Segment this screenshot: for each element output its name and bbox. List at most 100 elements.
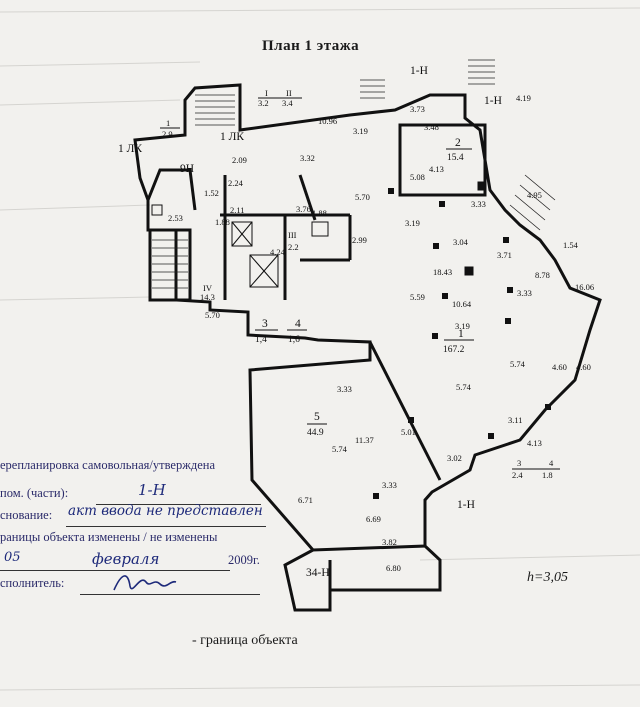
dim: 3.76 [296, 204, 311, 214]
room-3-area: 1,4 [255, 335, 267, 345]
room-lk-area: 2.9 [162, 129, 173, 139]
dim: 1.88 [215, 217, 230, 227]
dimensions: 10.96 3.19 3.73 3.48 3.32 4.19 4.13 5.08… [168, 93, 594, 573]
dim: 2.09 [232, 155, 247, 165]
room-1-area: 167.2 [443, 345, 465, 355]
dim: 8.78 [535, 270, 550, 280]
stamp-date-day: 05 [4, 550, 21, 565]
dim: 10.96 [318, 116, 337, 126]
dim: 5.59 [410, 292, 425, 302]
unit-label: 9Н [180, 163, 194, 175]
unit-label: 1 ЛК [118, 143, 142, 155]
stamp-date-year: 2009г. [228, 553, 260, 567]
dim: 3.71 [497, 250, 512, 260]
room-b3-id: 3 [517, 458, 521, 468]
signature-mark [113, 575, 177, 591]
room-III-area: 2.2 [288, 242, 299, 252]
stairs [152, 59, 556, 289]
stamp-basis-value: акт ввода не представлен [68, 503, 263, 519]
room-4-id: 4 [295, 318, 301, 330]
room-5-area: 44.9 [307, 428, 324, 438]
room-lk-id: 1 [166, 118, 170, 128]
dim: 3.02 [447, 453, 462, 463]
ceiling-height: h=3,05 [527, 570, 568, 585]
dim: 5.74 [456, 382, 472, 392]
stamp-line [0, 570, 230, 571]
dim: 6.69 [366, 514, 381, 524]
dim: 3.11 [508, 415, 523, 425]
stamp-room-label: пом. (части): [0, 486, 69, 500]
dim: 3.19 [455, 321, 470, 331]
dim: 4.13 [429, 164, 444, 174]
room-b3-area: 2.4 [512, 470, 523, 480]
dim: 4.13 [527, 438, 542, 448]
stamp-line [96, 504, 261, 505]
scan-noise [0, 7, 640, 691]
approval-stamp: ерепланировка самовольная/утверждена пом… [0, 456, 270, 606]
walls [133, 83, 602, 612]
dim: 3.33 [337, 384, 352, 394]
stamp-line [80, 594, 260, 595]
dim: 5.70 [355, 192, 370, 202]
room-3-id: 3 [262, 318, 268, 330]
stamp-heading: ерепланировка самовольная/утверждена [0, 458, 215, 472]
dim: 11.37 [355, 435, 374, 445]
room-labels: 2 15.4 1 167.2 5 44.9 3 1,4 4 1,6 I II 3… [160, 88, 560, 480]
unit-label: 1 ЛК [220, 131, 244, 143]
dim: 4.60 [552, 362, 567, 372]
dim: 2.53 [168, 213, 183, 223]
stamp-boundary-label: раницы объекта изменены / не изменены [0, 530, 218, 544]
dim: 1.52 [204, 188, 219, 198]
room-III-id: III [288, 230, 297, 240]
dim: 3.33 [471, 199, 486, 209]
room-2-area: 15.4 [447, 153, 464, 163]
room-I-area: 3.2 [258, 98, 269, 108]
dim: 6.80 [386, 563, 401, 573]
unit-label: 1-Н [457, 499, 475, 511]
dim: 18.43 [433, 267, 452, 277]
room-b4-area: 1.8 [542, 470, 553, 480]
unit-labels: 1-Н 1-Н 1-Н 1 ЛК 1 ЛК 9Н 34-Н [118, 65, 502, 579]
stamp-line [66, 526, 266, 527]
room-4-area: 1,6 [288, 335, 300, 345]
dim: 4.95 [527, 190, 542, 200]
room-5-id: 5 [314, 411, 320, 423]
stamp-room-value: 1-Н [138, 481, 166, 499]
dim: 1.54 [563, 240, 579, 250]
dim: 5.74 [332, 444, 348, 454]
dim: 5.08 [410, 172, 425, 182]
dim: 4.19 [516, 93, 531, 103]
stamp-basis-label: снование: [0, 508, 53, 522]
unit-label: 1-Н [484, 95, 502, 107]
room-2-id: 2 [455, 137, 461, 149]
dim: 3.73 [410, 104, 425, 114]
dim: 6.71 [298, 495, 313, 505]
dim: 10.64 [452, 299, 472, 309]
dim: 3.48 [424, 122, 439, 132]
unit-label: 1-Н [410, 65, 428, 77]
unit-label: 34-Н [306, 567, 330, 579]
dim: 3.19 [353, 126, 368, 136]
room-II-area: 3.4 [282, 98, 293, 108]
room-I-id: I [265, 88, 268, 98]
dim: 3.33 [382, 480, 397, 490]
dim: 3.04 [453, 237, 469, 247]
room-1-id: 1 [458, 328, 464, 340]
dim: 3.32 [300, 153, 315, 163]
dim: 16.06 [575, 282, 594, 292]
dim: 4.60 [576, 362, 591, 372]
columns [373, 188, 551, 499]
dim: 4.24 [270, 247, 286, 257]
dim: 2.99 [352, 235, 367, 245]
room-IV-area: 14.3 [200, 292, 215, 302]
dim: 3.82 [382, 537, 397, 547]
stamp-executor-label: сполнитель: [0, 576, 65, 590]
dim: 1.88 [312, 208, 327, 218]
legend: - граница объекта [192, 633, 298, 648]
room-II-id: II [286, 88, 292, 98]
room-b4-id: 4 [549, 458, 554, 468]
dim: 2.11 [230, 205, 245, 215]
dim: 3.33 [517, 288, 532, 298]
dim: 2.24 [228, 178, 244, 188]
